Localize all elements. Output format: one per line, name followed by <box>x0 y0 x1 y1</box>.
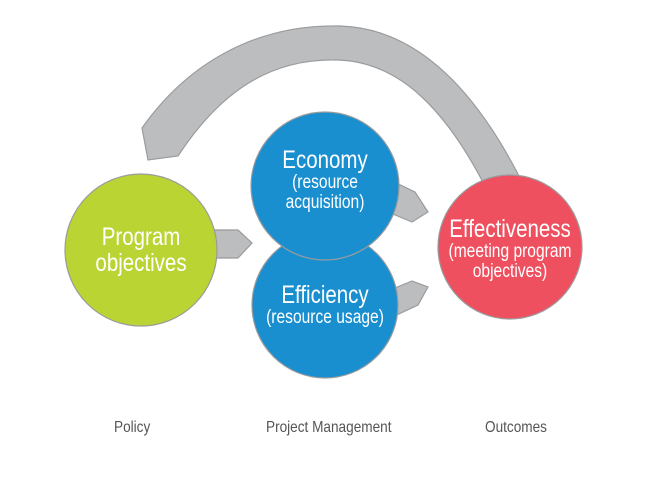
section-label-project-management: Project Management <box>266 419 392 436</box>
economy-title: Economy <box>282 146 368 174</box>
effectiveness-title: Effectiveness <box>449 215 571 243</box>
economy-subtitle-line2: acquisition) <box>285 192 365 214</box>
effectiveness-subtitle-line1: (meeting program <box>448 241 572 263</box>
economy-node <box>250 111 400 261</box>
program-objectives-title: Program <box>101 223 181 251</box>
efficiency-label: Efficiency (resource usage) <box>255 282 394 328</box>
effectiveness-subtitle-line2: objectives) <box>472 261 548 283</box>
section-label-outcomes: Outcomes <box>485 419 547 436</box>
section-label-policy: Policy <box>114 419 151 436</box>
effectiveness-label: Effectiveness (meeting program objective… <box>440 216 579 282</box>
economy-label: Economy (resource acquisition) <box>264 147 387 213</box>
program-objectives-label: Program objectives <box>84 224 199 277</box>
program-objectives-subtitle: objectives <box>95 249 187 278</box>
effectiveness-node <box>437 174 583 320</box>
efficiency-title: Efficiency <box>281 281 369 309</box>
efficiency-subtitle: (resource usage) <box>266 307 384 329</box>
program-objectives-node <box>64 173 218 327</box>
economy-subtitle-line1: (resource <box>292 172 358 194</box>
